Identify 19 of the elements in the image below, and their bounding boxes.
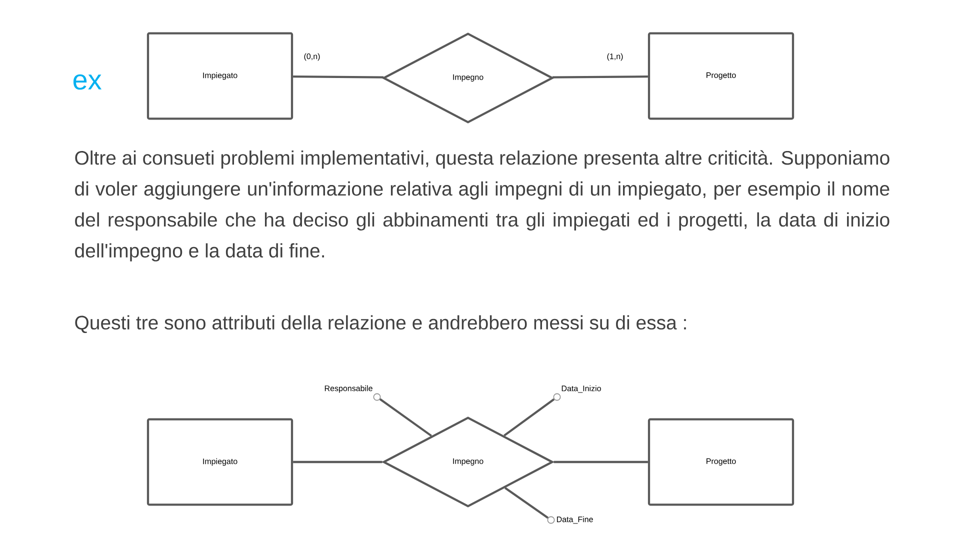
connector-line: [293, 460, 382, 464]
connector-line: [504, 398, 555, 436]
cardinality-label: (0,n): [302, 52, 322, 62]
attribute-name: Responsabile: [324, 385, 372, 393]
paragraph: Questi tre sono attributi della relazione e andrebbero messi su di essa :: [75, 315, 686, 334]
attribute-name: Data_Fine: [557, 516, 593, 524]
connector-line: [554, 460, 648, 464]
connector-line: [379, 398, 432, 437]
paragraph: Oltre ai consueti problemi implementativi, questa relazione presenta altre criticità. Supponiamo di voler aggiungere un'informazione relativa agli impegni di un impiegato, per esempio il nome del responsabile che ha deciso gli abbinamenti tra gli impiegati ed i progetti, la data di inizio dell'impegno e la data di fine.: [75, 150, 890, 262]
cardinality-label: (1,n): [605, 52, 625, 62]
connector-line: [552, 76, 648, 78]
connector-line: [293, 76, 384, 78]
entity-box: Progetto: [648, 32, 794, 120]
entity-box: Impiegato: [146, 32, 294, 120]
entity-box: Progetto: [648, 418, 794, 506]
entity-box: Impiegato: [146, 418, 294, 506]
attribute-name: Data_Inizio: [562, 385, 601, 393]
connector-line: [504, 487, 549, 519]
example-label: ex: [73, 74, 102, 90]
